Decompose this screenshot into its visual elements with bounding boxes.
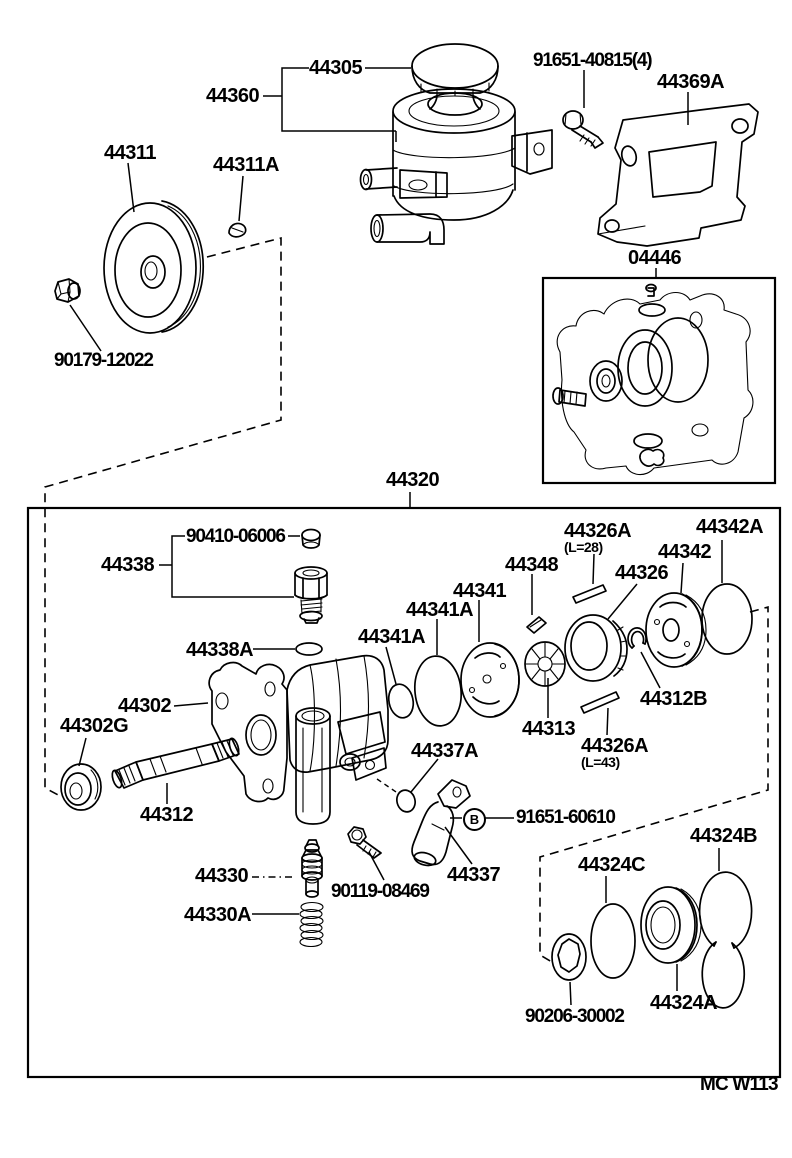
rotor-44313-drawing [524, 641, 566, 687]
valve-44330-drawing [301, 839, 323, 898]
part-label-90206-30002: 90206-30002 [525, 1006, 625, 1027]
pump-housing-drawing [208, 654, 389, 825]
part-label-90410-06006: 90410-06006 [186, 526, 286, 547]
oring-44341a-small-drawing [387, 683, 415, 719]
part-label-44305: 44305 [309, 57, 363, 79]
bolt-91651-40815-drawing [562, 110, 604, 149]
part-label-44360: 44360 [206, 85, 260, 107]
part-label-44330a: 44330A [184, 904, 252, 926]
bolt-90119-08469-drawing [347, 826, 382, 859]
part-label-44324c: 44324C [578, 854, 646, 876]
part-label-44326a-43-length: (L=43) [581, 754, 620, 770]
part-label-44341: 44341 [453, 580, 507, 602]
part-label-91651-40815: 91651-40815(4) [533, 50, 653, 71]
lock-ring-90206-drawing [551, 933, 587, 981]
side-plate-44342-drawing [645, 592, 707, 668]
part-label-91651-60610: 91651-60610 [516, 807, 616, 828]
part-label-44337: 44337 [447, 864, 501, 886]
part-label-90119-08469: 90119-08469 [331, 881, 430, 902]
plate-44341-drawing [460, 642, 520, 718]
oring-44341a-large-drawing [413, 655, 463, 727]
pump-assembly-box [26, 506, 782, 1079]
part-label-44342: 44342 [658, 541, 712, 563]
nut-90179-12022-drawing [54, 278, 81, 303]
part-label-44337a: 44337A [411, 740, 479, 762]
dashed-boundary-pulley [44, 236, 282, 798]
part-label-44326: 44326 [615, 562, 669, 584]
part-label-44341a-lower: 44341A [358, 626, 426, 648]
part-label-44348: 44348 [505, 554, 559, 576]
oring-44337a-drawing [396, 789, 416, 813]
part-label-44369a: 44369A [657, 71, 725, 93]
part-label-04446: 04446 [628, 247, 682, 269]
plug-44338-drawing [294, 566, 328, 624]
part-label-90179-12022: 90179-12022 [54, 350, 154, 371]
part-label-44324b: 44324B [690, 825, 758, 847]
part-label-44312b: 44312B [640, 688, 708, 710]
snap-ring-44324b-drawing [698, 871, 753, 1009]
pin-44326a-28-drawing [572, 584, 607, 604]
part-label-44302g: 44302G [60, 715, 129, 737]
gasket-kit-drawing [552, 283, 754, 476]
pulley-drawing [103, 200, 205, 334]
bracket-44369a-drawing [597, 103, 759, 247]
part-label-44326a-43: 44326A [581, 735, 649, 757]
part-label-44341a-upper: 44341A [406, 599, 474, 621]
part-label-44311a: 44311A [213, 154, 279, 176]
part-label-44311: 44311 [104, 142, 157, 164]
part-label-44342a: 44342A [696, 516, 764, 538]
key-44348-drawing [526, 616, 547, 634]
callout-b-badge: B [463, 808, 486, 831]
part-label-44312: 44312 [140, 804, 194, 826]
cam-ring-drawing [564, 614, 628, 682]
part-label-44326a-28-length: (L=28) [564, 539, 603, 555]
figure-code: MC W113 [700, 1074, 779, 1095]
reservoir-drawing [359, 43, 553, 245]
seal-44324a-drawing [640, 886, 702, 964]
oring-44324c-drawing [590, 903, 636, 979]
pin-44326a-43-drawing [580, 691, 620, 714]
part-label-44320: 44320 [386, 469, 440, 491]
leader-lines [69, 67, 723, 1006]
part-label-44313: 44313 [522, 718, 576, 740]
part-label-44326a-28: 44326A [564, 520, 632, 542]
spring-44330a-drawing [299, 901, 324, 948]
bearing-drawing [60, 763, 102, 811]
oring-44342a-drawing [701, 583, 753, 655]
gasket-kit-box [541, 276, 777, 485]
e-ring-drawing [627, 627, 647, 649]
key-44311a-drawing [228, 222, 247, 238]
part-label-44330: 44330 [195, 865, 249, 887]
dashed-boundary-rear-cover [539, 605, 769, 963]
part-label-44302: 44302 [118, 695, 172, 717]
union-44337-drawing [411, 779, 471, 867]
capnut-90410-06006-drawing [301, 528, 321, 549]
part-label-44324a: 44324A [650, 992, 718, 1014]
part-label-44338a: 44338A [186, 639, 254, 661]
part-label-44338: 44338 [101, 554, 155, 576]
shaft-drawing [111, 737, 240, 789]
dashed-fit-line-44337a [376, 778, 400, 795]
oring-44338a-drawing [295, 642, 323, 656]
